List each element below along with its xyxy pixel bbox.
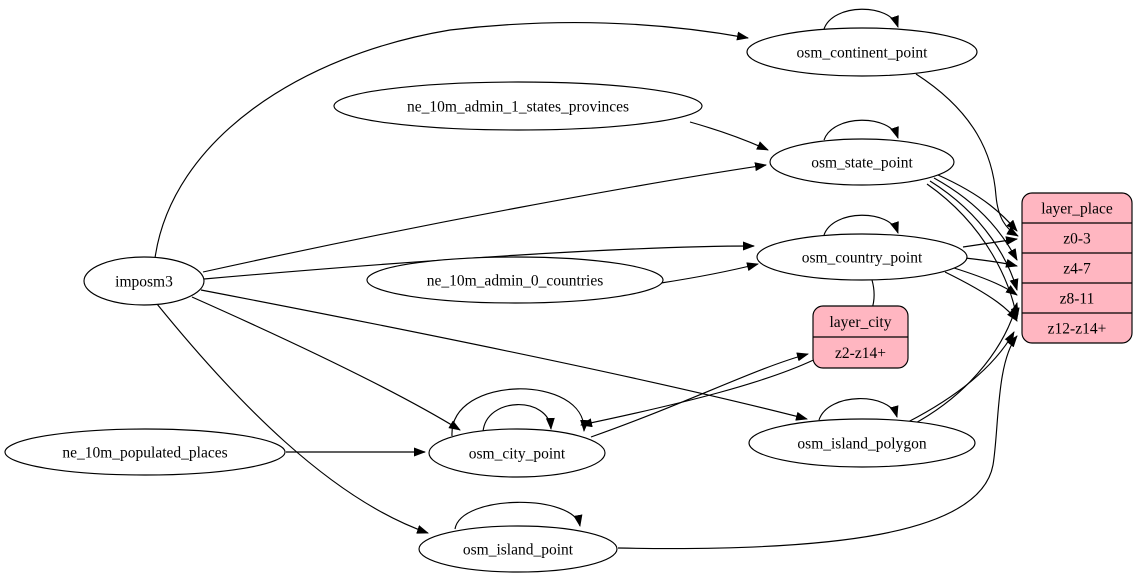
node-layer: imposm3 ne_10m_admin_1_states_provincesne…	[4, 27, 978, 573]
node-label-osm_city_point: osm_city_point	[469, 446, 566, 463]
record-row-label-layer_city-z2-z14+: z2-z14+	[835, 345, 886, 362]
edge-osm_country_point-to-layer_place:z0-3	[962, 236, 1018, 248]
node-label-osm_island_point: osm_island_point	[463, 542, 574, 559]
edge-ne_10m_admin_0_countries-to-osm_country_point	[660, 262, 759, 284]
edge-osm_island_point-to-osm_island_point	[454, 501, 583, 530]
record-row-label-layer_place-z4-7: z4-7	[1063, 261, 1091, 278]
edge-imposm3-to-osm_city_point	[191, 296, 461, 431]
node-osm_country_point: osm_country_point	[756, 233, 968, 281]
record-row-label-layer_city-title: layer_city	[830, 314, 892, 331]
node-label-osm_country_point: osm_country_point	[802, 250, 923, 267]
node-shape-osm_island_point	[418, 525, 618, 573]
edge-osm_island_point-to-layer_place:z12-z14+	[617, 335, 1018, 550]
record-box-layer_place	[1021, 192, 1133, 344]
node-shape-osm_island_polygon	[748, 418, 976, 468]
edge-imposm3-to-osm_country_point	[203, 241, 755, 280]
edge-osm_country_point-to-osm_country_point	[823, 214, 899, 236]
edge-ne_10m_admin_1_states_provinces-to-osm_state_point	[689, 121, 769, 151]
edge-osm_country_point-to-layer_place:z4-7	[964, 257, 1018, 268]
edge-imposm3-to-osm_island_polygon	[200, 289, 808, 421]
node-shape-osm_continent_point	[746, 27, 978, 77]
record-layer_city: layer_city z2-z14+	[812, 305, 909, 369]
edge-osm_state_point-to-layer_place:z4-7	[933, 177, 1018, 261]
record-row-label-layer_place-z0-3: z0-3	[1063, 231, 1091, 248]
record-row-label-layer_place-title: layer_place	[1041, 201, 1113, 218]
edge-imposm3-to-osm_state_point	[202, 162, 767, 273]
node-imposm3: imposm3	[83, 256, 205, 306]
node-osm_continent_point: osm_continent_point	[746, 27, 978, 77]
node-ne_10m_admin_0_countries: ne_10m_admin_0_countries	[366, 256, 664, 304]
edge-osm_country_point-to-layer_place:z8-11	[953, 267, 1018, 296]
record-row-label-layer_place-z12-z14+: z12-z14+	[1048, 321, 1107, 338]
node-shape-ne_10m_admin_0_countries	[366, 256, 664, 304]
record-row-label-layer_place-z8-11: z8-11	[1060, 291, 1095, 308]
edge-osm_city_point-to-layer_city:z2-z14+	[590, 352, 809, 438]
edge-osm_continent_point-to-osm_continent_point	[823, 8, 899, 30]
node-ne_10m_admin_1_states_provinces: ne_10m_admin_1_states_provinces	[333, 81, 703, 131]
node-ne_10m_populated_places: ne_10m_populated_places	[4, 428, 286, 476]
node-shape-ne_10m_populated_places	[4, 428, 286, 476]
edge-layer	[154, 8, 1020, 550]
edge-imposm3-to-osm_island_point	[156, 303, 429, 534]
edge-osm_island_polygon-to-osm_island_polygon	[818, 398, 899, 421]
node-label-osm_state_point: osm_state_point	[811, 155, 913, 172]
node-label-osm_continent_point: osm_continent_point	[797, 45, 929, 62]
edge-osm_island_polygon-to-layer_place:z8-11	[911, 302, 1019, 426]
node-label-imposm3: imposm3	[115, 274, 173, 291]
node-osm_state_point: osm_state_point	[769, 138, 955, 186]
node-label-ne_10m_admin_0_countries: ne_10m_admin_0_countries	[427, 273, 604, 290]
record-layer: layer_city z2-z14+ layer_place z0-3 z4-7 z8-1…	[812, 192, 1133, 369]
edge-osm_state_point-to-layer_place:z8-11	[929, 180, 1019, 291]
node-osm_island_point: osm_island_point	[418, 525, 618, 573]
node-shape-imposm3	[83, 256, 205, 306]
node-osm_city_point: osm_city_point	[428, 428, 606, 478]
edge-osm_continent_point-to-layer_place:z0-3	[915, 73, 1019, 237]
edge-osm_state_point-to-osm_state_point	[823, 119, 899, 141]
edge-osm_city_point-to-osm_city_point	[482, 404, 555, 433]
node-label-ne_10m_admin_1_states_provinces: ne_10m_admin_1_states_provinces	[407, 99, 629, 116]
node-shape-osm_city_point	[428, 428, 606, 478]
node-label-osm_island_polygon: osm_island_polygon	[797, 436, 926, 453]
node-osm_island_polygon: osm_island_polygon	[748, 418, 976, 468]
node-label-ne_10m_populated_places: ne_10m_populated_places	[62, 445, 227, 462]
edge-osm_country_point-to-layer_place:z12-z14+	[944, 271, 1018, 322]
edge-osm_city_point-to-osm_city_point	[451, 388, 590, 437]
record-layer_place: layer_place z0-3 z4-7 z8-11 z12-z14+	[1021, 192, 1133, 344]
edge-imposm3-to-osm_continent_point	[154, 22, 749, 259]
edge-osm_state_point-to-layer_place:z0-3	[937, 174, 1018, 232]
node-shape-osm_state_point	[769, 138, 955, 186]
node-shape-osm_country_point	[756, 233, 968, 281]
node-shape-ne_10m_admin_1_states_provinces	[333, 81, 703, 131]
